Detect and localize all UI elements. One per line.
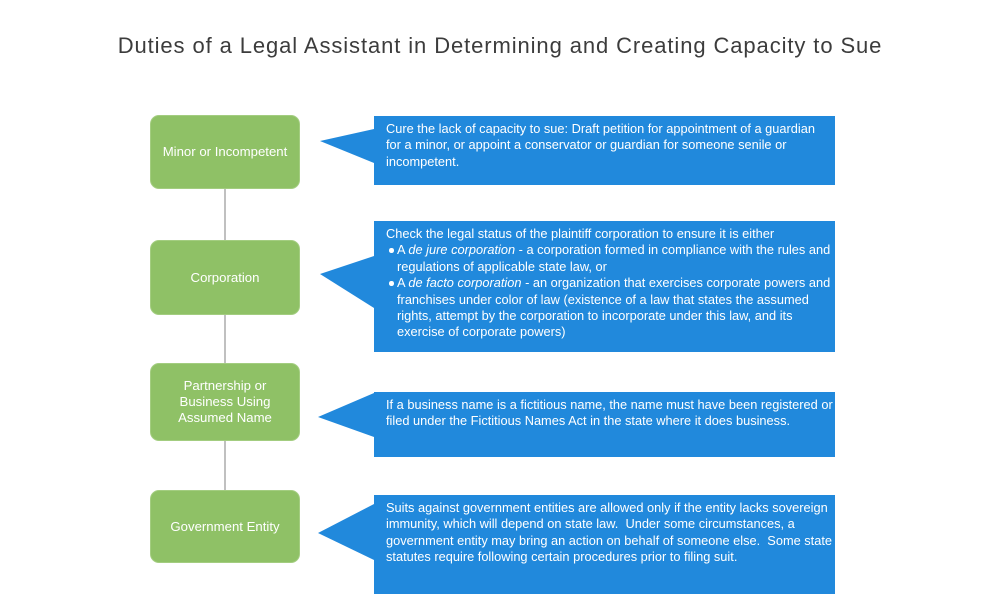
bullet-item: A de facto corporation - an organization… (389, 275, 833, 341)
callout-tail-icon (318, 504, 374, 560)
callout-tail-icon (318, 393, 374, 437)
node-label: Minor or Incompetent (162, 144, 288, 159)
callout-minor-or-incompetent: Cure the lack of capacity to sue: Draft … (374, 116, 835, 185)
callout-text: Cure the lack of capacity to sue: Draft … (386, 121, 819, 169)
italic-term: de facto corporation (408, 275, 522, 291)
node-corporation: Corporation (150, 240, 300, 315)
callout-partnership-assumed-name: If a business name is a fictitious name,… (374, 392, 835, 457)
callout-government-entity: Suits against government entities are al… (374, 495, 835, 594)
connector-line (224, 152, 226, 528)
node-label: Corporation (190, 269, 260, 285)
callout-tail-icon (320, 129, 374, 163)
node-label: Partnership or Business Using Assumed Na… (178, 378, 272, 425)
callout-corporation: Check the legal status of the plaintiff … (374, 221, 835, 352)
bullet-icon (389, 275, 397, 291)
callout-intro-text: Check the legal status of the plaintiff … (386, 226, 775, 241)
node-government-entity: Government Entity (150, 490, 300, 563)
node-label: Government Entity (170, 518, 280, 534)
bullet-icon (389, 242, 397, 258)
callout-tail-icon (320, 256, 374, 308)
callout-text: Suits against government entities are al… (386, 500, 836, 565)
callout-text: If a business name is a fictitious name,… (386, 397, 837, 429)
bullet-text: A de facto corporation - an organization… (397, 275, 831, 340)
bullet-item: A de jure corporation - a corporation fo… (389, 242, 833, 275)
italic-term: de jure corporation (408, 242, 516, 258)
node-minor-or-incompetent: Minor or Incompetent (150, 115, 300, 189)
diagram-title: Duties of a Legal Assistant in Determini… (117, 33, 883, 58)
node-partnership-assumed-name: Partnership or Business Using Assumed Na… (150, 363, 300, 441)
bullet-text: A de jure corporation - a corporation fo… (397, 242, 831, 274)
